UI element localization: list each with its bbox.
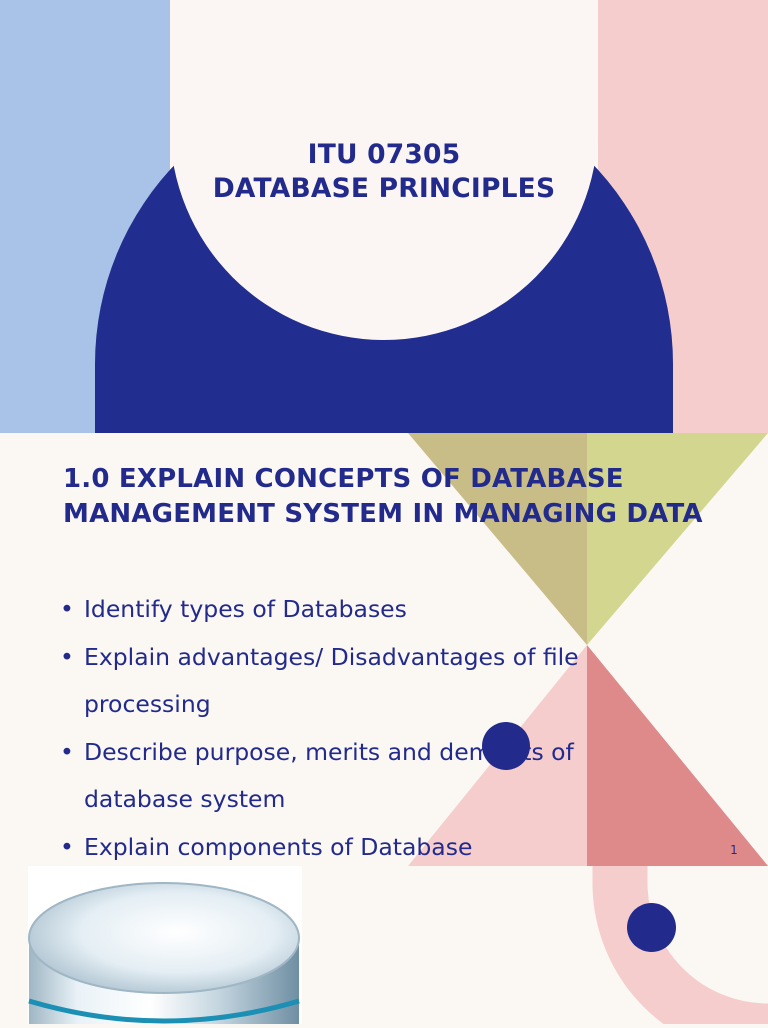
database-cylinder-icon bbox=[28, 882, 300, 1028]
list-item: Explain advantages/ Disadvantages of fil… bbox=[60, 634, 620, 729]
lime-triangle bbox=[587, 433, 768, 645]
cream-arch-shape bbox=[170, 0, 598, 340]
salmon-triangle bbox=[587, 645, 768, 866]
objectives-list: Identify types of Databases Explain adva… bbox=[60, 586, 620, 871]
slide-title: ITU 07305 DATABASE PRINCIPLES bbox=[170, 138, 598, 206]
course-name: DATABASE PRINCIPLES bbox=[212, 173, 556, 204]
section-heading: 1.0 EXPLAIN CONCEPTS OF DATABASE MANAGEM… bbox=[63, 464, 703, 529]
navy-dot bbox=[482, 722, 530, 770]
database-image bbox=[28, 866, 302, 1028]
list-item: Explain components of Database bbox=[60, 824, 620, 872]
list-item: Describe purpose, merits and demerits of… bbox=[60, 729, 620, 824]
course-code: ITU 07305 bbox=[307, 139, 461, 170]
slide-number: 1 bbox=[730, 843, 738, 857]
pink-curve bbox=[592, 866, 768, 1024]
list-item: Identify types of Databases bbox=[60, 586, 620, 634]
navy-dot bbox=[627, 903, 676, 952]
